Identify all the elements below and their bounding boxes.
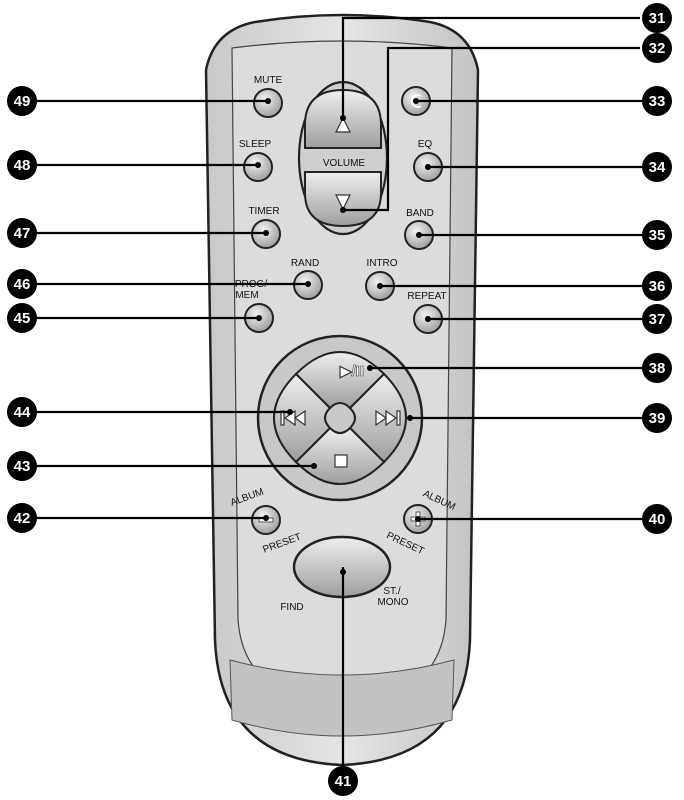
mute-button[interactable]: MUTE bbox=[253, 75, 283, 118]
play-pause-icon: ▶/II bbox=[339, 363, 364, 380]
callout-41: 41 bbox=[328, 766, 358, 796]
volume-label: VOLUME bbox=[323, 158, 366, 169]
band-button[interactable]: BAND bbox=[404, 208, 434, 250]
volume-down-button[interactable] bbox=[304, 171, 382, 228]
band-label: BAND bbox=[406, 208, 434, 219]
callout-49: 49 bbox=[7, 86, 37, 116]
svg-text:48: 48 bbox=[14, 157, 31, 174]
svg-text:35: 35 bbox=[649, 227, 666, 244]
svg-text:45: 45 bbox=[14, 310, 31, 327]
previous-button[interactable] bbox=[273, 372, 332, 464]
callout-35: 35 bbox=[642, 220, 672, 250]
svg-text:43: 43 bbox=[14, 458, 31, 475]
svg-text:32: 32 bbox=[649, 40, 666, 57]
svg-text:37: 37 bbox=[649, 311, 666, 328]
svg-text:34: 34 bbox=[649, 159, 666, 176]
stop-icon bbox=[334, 454, 348, 468]
callout-38: 38 bbox=[642, 353, 672, 383]
find-label: FIND bbox=[280, 602, 303, 613]
mem-label: MEM bbox=[235, 290, 258, 301]
album-preset-minus-button[interactable]: ALBUM PRESET bbox=[229, 487, 303, 556]
callout-34: 34 bbox=[642, 152, 672, 182]
leader-lines bbox=[30, 16, 655, 780]
svg-text:31: 31 bbox=[649, 10, 666, 27]
play-pause-button[interactable]: ▶/II bbox=[294, 351, 386, 410]
mono-label: MONO bbox=[377, 597, 408, 608]
sleep-label: SLEEP bbox=[239, 139, 272, 150]
callout-37: 37 bbox=[642, 304, 672, 334]
triangle-up-icon bbox=[335, 116, 351, 133]
st-label: ST./ bbox=[383, 586, 400, 597]
svg-text:44: 44 bbox=[14, 404, 31, 421]
timer-button[interactable]: TIMER bbox=[248, 206, 281, 249]
callout-43: 43 bbox=[7, 451, 37, 481]
svg-text:42: 42 bbox=[14, 510, 31, 527]
callout-31: 31 bbox=[642, 3, 672, 33]
eq-label: EQ bbox=[418, 139, 433, 150]
repeat-label: REPEAT bbox=[407, 291, 446, 302]
callout-47: 47 bbox=[7, 218, 37, 248]
callout-45: 45 bbox=[7, 303, 37, 333]
svg-text:46: 46 bbox=[14, 276, 31, 293]
callout-48: 48 bbox=[7, 150, 37, 180]
skip-forward-icon bbox=[375, 409, 401, 427]
callout-42: 42 bbox=[7, 503, 37, 533]
callout-39: 39 bbox=[642, 403, 672, 433]
callouts: 31 32 33 34 35 36 37 38 39 40 41 42 43 4… bbox=[7, 3, 672, 796]
callout-40: 40 bbox=[642, 504, 672, 534]
svg-text:40: 40 bbox=[649, 511, 666, 528]
callout-36: 36 bbox=[642, 271, 672, 301]
svg-text:47: 47 bbox=[14, 225, 31, 242]
svg-text:33: 33 bbox=[649, 93, 666, 110]
rand-button[interactable]: RAND bbox=[291, 258, 323, 300]
callout-32: 32 bbox=[642, 33, 672, 63]
timer-label: TIMER bbox=[248, 206, 279, 217]
svg-text:36: 36 bbox=[649, 278, 666, 295]
svg-text:39: 39 bbox=[649, 410, 666, 427]
svg-text:41: 41 bbox=[335, 773, 352, 790]
callout-44: 44 bbox=[7, 397, 37, 427]
volume-rocker: VOLUME bbox=[297, 80, 389, 236]
svg-text:38: 38 bbox=[649, 360, 666, 377]
rand-label: RAND bbox=[291, 258, 319, 269]
power-icon bbox=[410, 94, 422, 108]
mute-label: MUTE bbox=[254, 75, 283, 86]
triangle-down-icon bbox=[335, 194, 351, 211]
intro-label: INTRO bbox=[366, 258, 397, 269]
transport-pad: ▶/II bbox=[256, 334, 424, 502]
svg-text:49: 49 bbox=[14, 93, 31, 110]
callout-46: 46 bbox=[7, 269, 37, 299]
callout-33: 33 bbox=[642, 86, 672, 116]
